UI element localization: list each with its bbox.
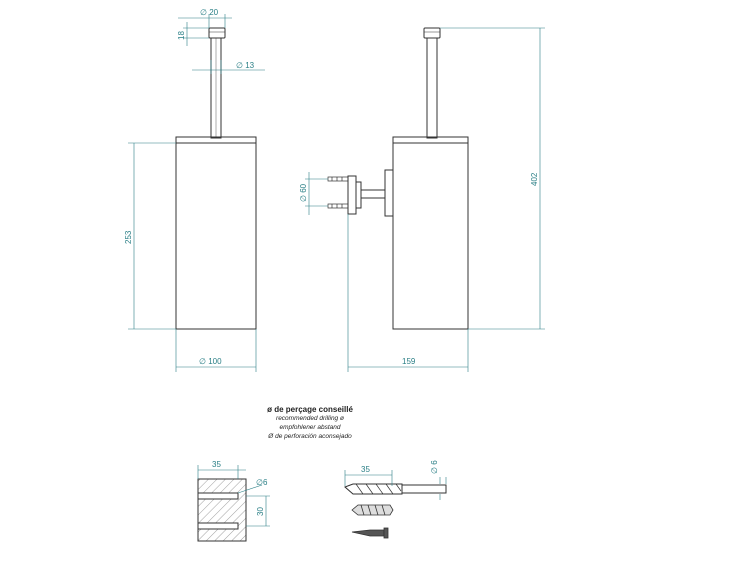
dim-hole-spacing: 30: [256, 507, 265, 516]
side-body: [392, 142, 469, 330]
drill-hole-bottom: [197, 522, 239, 530]
caption-english: recommended drilling ø: [276, 415, 344, 422]
dim-knob-height: 18: [177, 31, 186, 40]
mount-screws: [327, 176, 349, 209]
dim-knob-diameter: ∅ 20: [200, 8, 219, 17]
drilling-caption: ø de perçage conseillé recommended drill…: [240, 405, 380, 441]
side-rod: [426, 37, 438, 139]
drill-bit: [344, 483, 447, 495]
dim-body-diameter: ∅ 100: [199, 357, 222, 366]
wall-block-detail: [197, 478, 247, 542]
drill-hole-top: [197, 492, 239, 500]
wall-plate: [347, 175, 357, 215]
dim-projection: 159: [402, 357, 416, 366]
dim-drill-depth-a: 35: [212, 460, 221, 469]
caption-french: ø de perçage conseillé: [267, 405, 353, 414]
front-body: [175, 142, 257, 330]
caption-german: empfohlener abstand: [279, 424, 341, 431]
side-view: [327, 27, 469, 330]
dim-mount-diameter: ∅ 60: [299, 183, 308, 202]
front-view: [175, 27, 257, 330]
wall-plug: [351, 504, 394, 516]
bracket-ring: [384, 169, 394, 217]
dim-total-height: 402: [530, 172, 539, 186]
dim-drill-depth-b: 35: [361, 465, 370, 474]
caption-spanish: Ø de perforación aconsejado: [268, 433, 352, 440]
side-knob: [423, 27, 441, 39]
dim-drill-diameter: ∅ 6: [430, 460, 439, 474]
dim-rod-diameter: ∅ 13: [236, 61, 255, 70]
wood-screw: [351, 527, 389, 539]
dim-hole-diameter: ∅6: [256, 478, 268, 487]
dim-body-height: 253: [124, 230, 133, 244]
bracket-arm: [360, 189, 386, 199]
front-knob: [208, 27, 226, 39]
